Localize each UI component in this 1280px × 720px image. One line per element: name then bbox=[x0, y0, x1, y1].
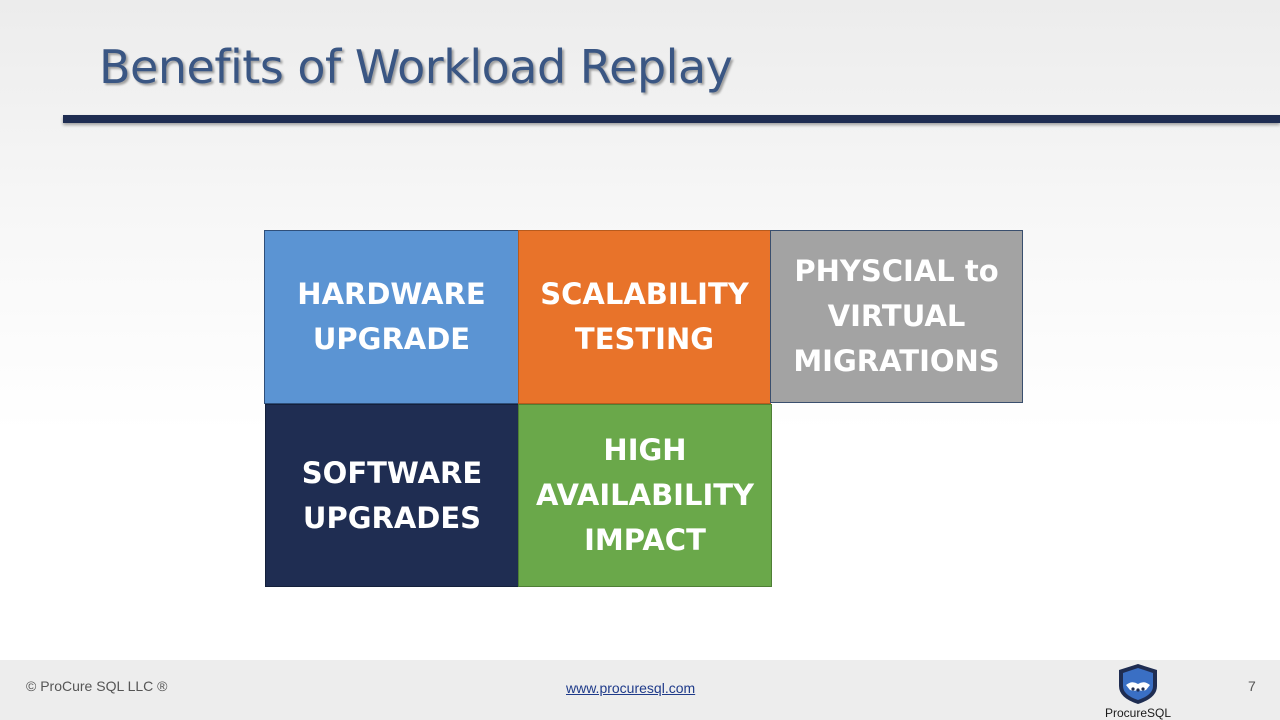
tile-software-upgrades[interactable]: SOFTWARE UPGRADES bbox=[265, 404, 519, 587]
tile-high-availability[interactable]: HIGH AVAILABILITY IMPACT bbox=[518, 404, 772, 587]
tile-label: HARDWARE UPGRADE bbox=[297, 277, 486, 356]
slide-title: Benefits of Workload Replay bbox=[99, 40, 733, 94]
tile-physical-to-virtual[interactable]: PHYSCIAL to VIRTUAL MIGRATIONS bbox=[770, 230, 1023, 403]
tile-scalability-testing[interactable]: SCALABILITY TESTING bbox=[518, 230, 771, 404]
tile-label: SCALABILITY TESTING bbox=[540, 277, 749, 356]
title-divider bbox=[63, 115, 1280, 123]
shield-handshake-icon bbox=[1119, 664, 1157, 704]
copyright-text: © ProCure SQL LLC ® bbox=[26, 678, 168, 694]
tile-label: PHYSCIAL to VIRTUAL MIGRATIONS bbox=[793, 254, 1000, 378]
footer-bar bbox=[0, 660, 1280, 720]
tile-hardware-upgrade[interactable]: HARDWARE UPGRADE bbox=[264, 230, 519, 404]
website-link[interactable]: www.procuresql.com bbox=[566, 680, 696, 696]
logo-text: ProcureSQL bbox=[1104, 706, 1172, 720]
tile-label: SOFTWARE UPGRADES bbox=[301, 455, 483, 535]
procuresql-logo: ProcureSQL bbox=[1100, 662, 1176, 720]
page-number: 7 bbox=[1248, 678, 1256, 694]
tile-label: HIGH AVAILABILITY IMPACT bbox=[535, 433, 755, 557]
